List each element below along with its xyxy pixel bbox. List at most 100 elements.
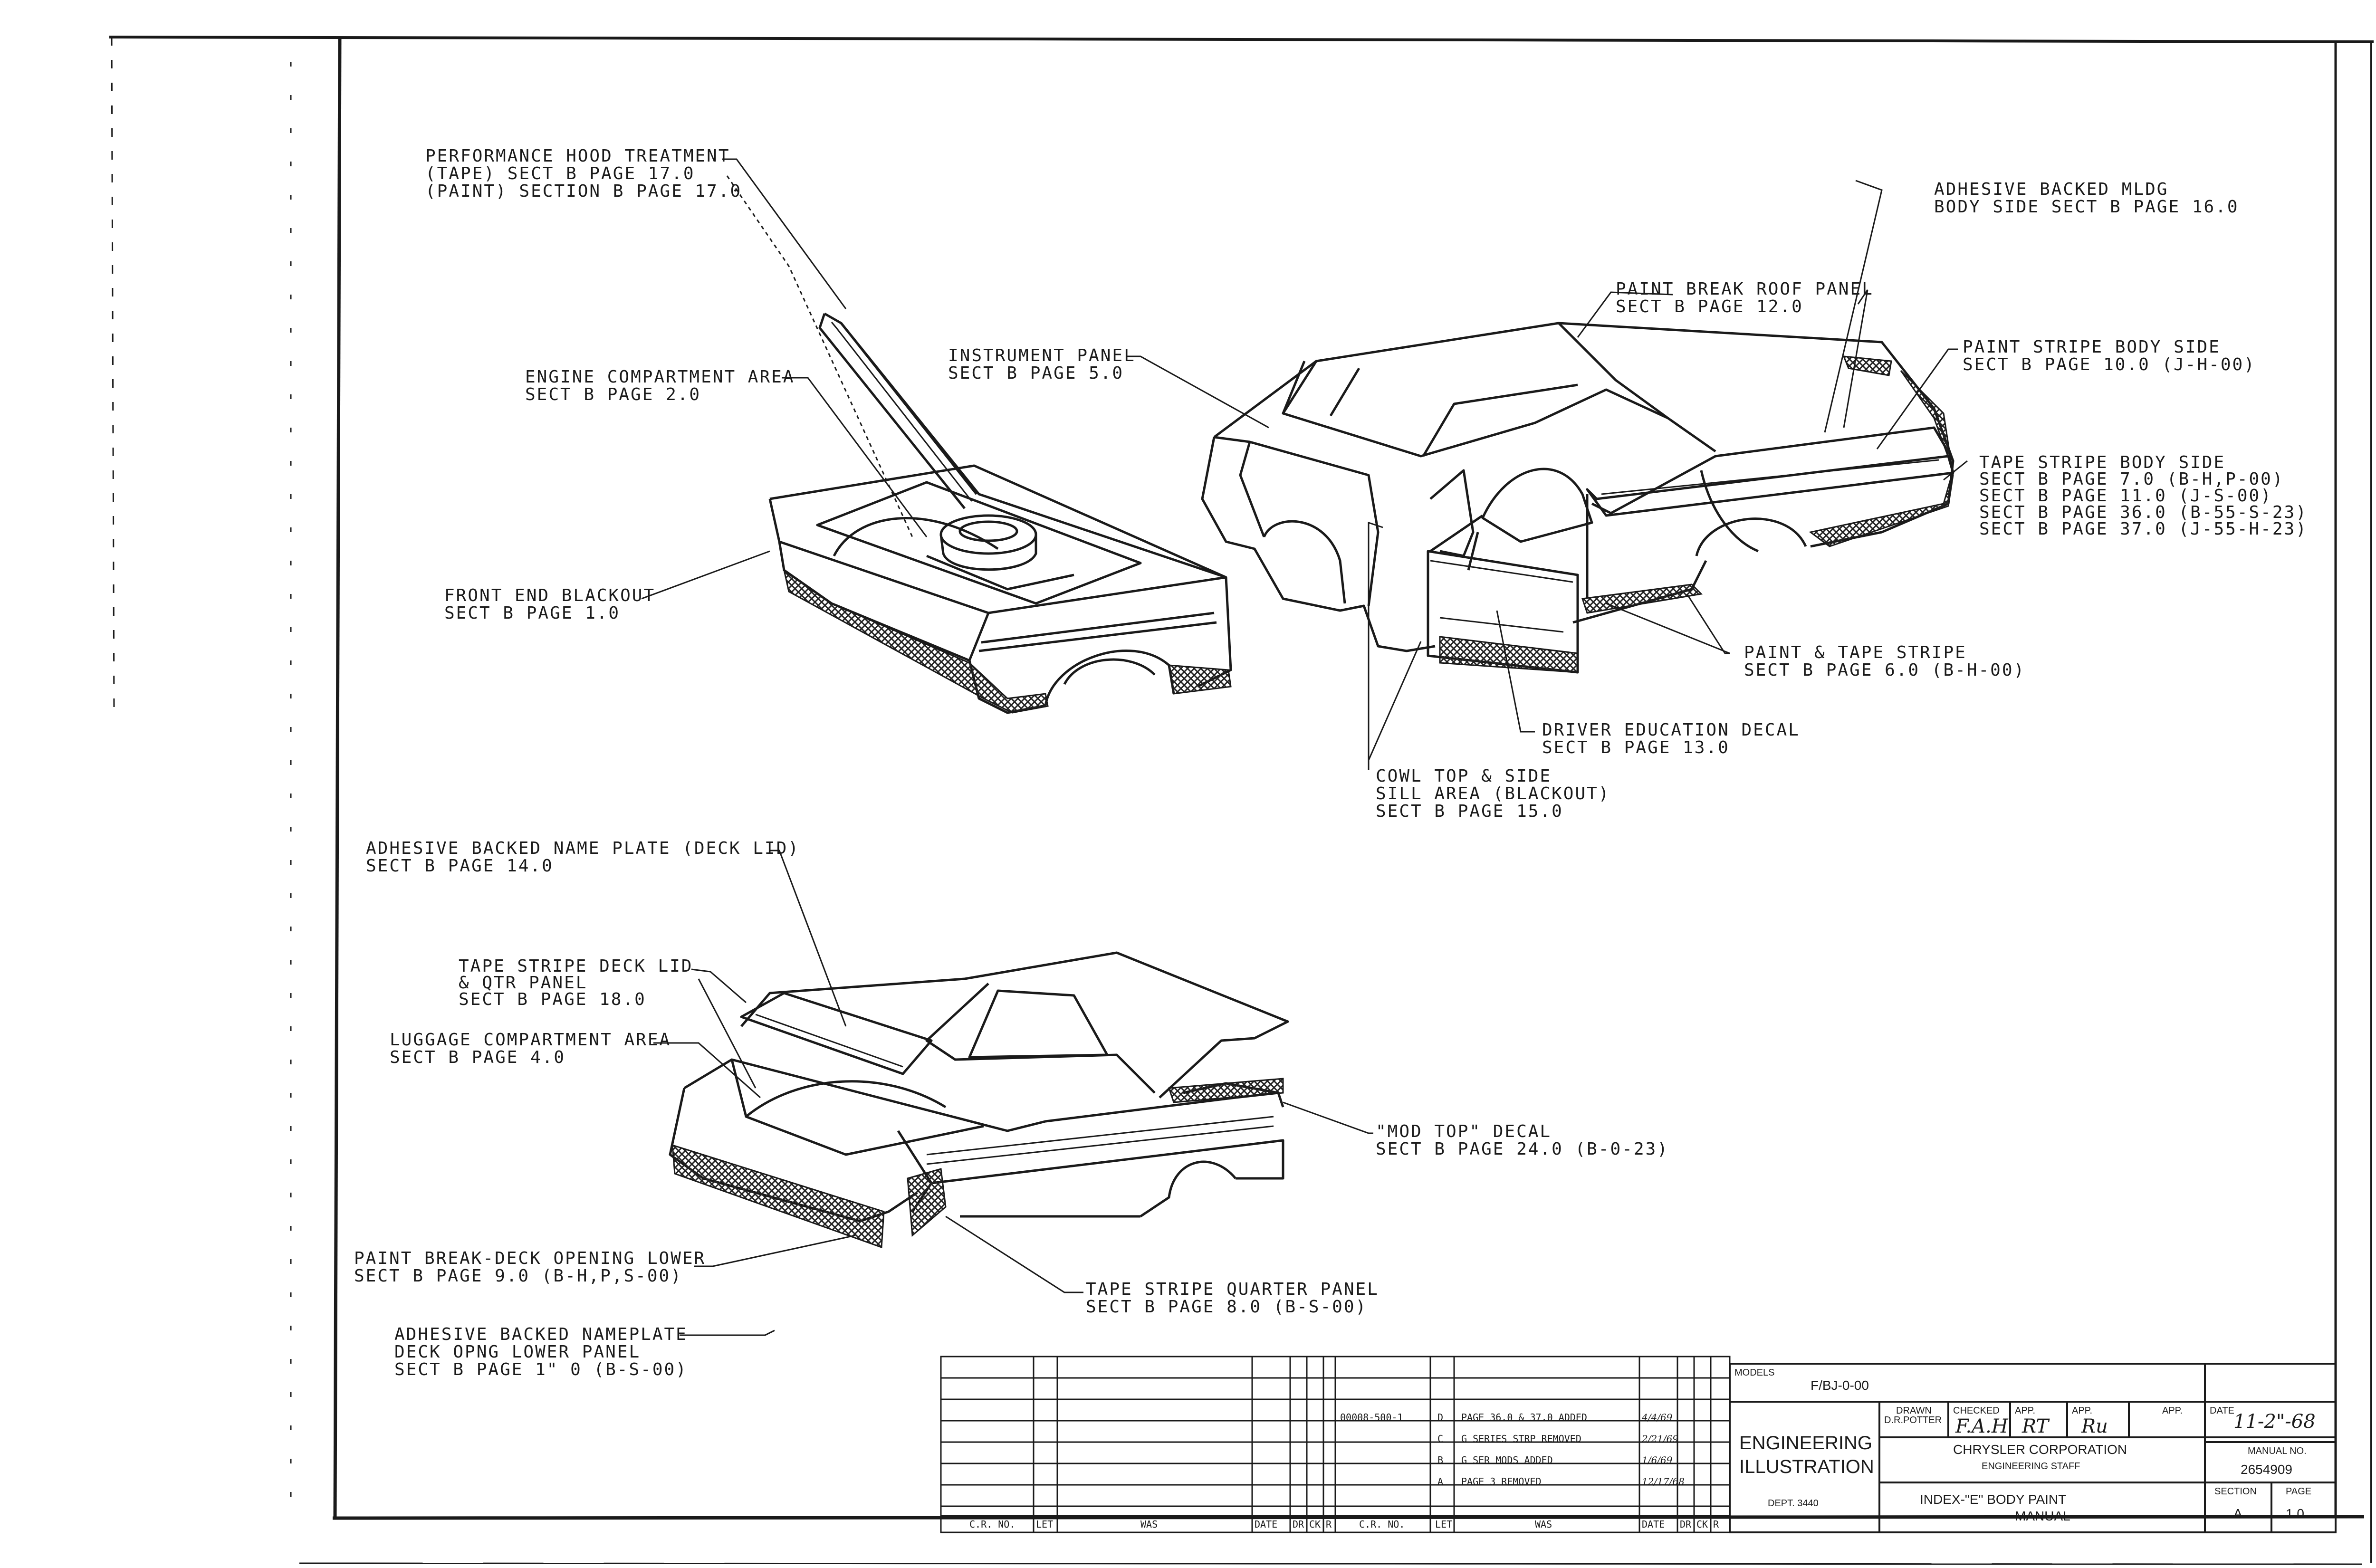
date-label: DATE: [2210, 1405, 2234, 1416]
callout-cowl-sill: COWL TOP & SIDE SILL AREA (BLACKOUT) SEC…: [1376, 766, 1610, 821]
callout-text-line: SECT B PAGE 12.0: [1616, 297, 1803, 316]
revision-cell: D: [1437, 1412, 1443, 1423]
callout-front-end-blackout: FRONT END BLACKOUT SECT B PAGE 1.0: [444, 586, 655, 623]
app-initials-2: Ru: [2081, 1415, 2108, 1437]
callout-text-line: SECT B PAGE 13.0: [1542, 738, 1730, 757]
revision-cell: A: [1437, 1476, 1443, 1487]
callout-text-line: SECT B PAGE 6.0 (B-H-00): [1744, 660, 2025, 680]
manual-number: 2654909: [2241, 1462, 2292, 1477]
revision-cell: C.R. NO.: [969, 1519, 1015, 1530]
callout-text-line: PAINT & TAPE STRIPE: [1744, 643, 1967, 662]
revision-cell: LET: [1435, 1519, 1452, 1530]
dept-name-line-1: ENGINEERING: [1739, 1433, 1872, 1453]
callout-text-line: ADHESIVE BACKED NAME PLATE (DECK LID): [366, 839, 800, 858]
callout-text-line: (PAINT) SECTION B PAGE 17.0: [425, 182, 742, 201]
callout-text-line: DECK OPNG LOWER PANEL: [394, 1342, 641, 1362]
revision-cell: 00008-500-1: [1340, 1412, 1403, 1423]
callout-text-line: & QTR PANEL: [459, 973, 587, 993]
callout-text-line: PERFORMANCE HOOD TREATMENT: [425, 146, 730, 166]
callout-text-line: SECT B PAGE 8.0 (B-S-00): [1086, 1297, 1367, 1317]
callout-name-plate-deck-lid: ADHESIVE BACKED NAME PLATE (DECK LID) SE…: [366, 839, 800, 876]
revision-cell: DR: [1680, 1519, 1692, 1530]
page-label: PAGE: [2286, 1486, 2311, 1497]
callout-text-line: SILL AREA (BLACKOUT): [1376, 784, 1610, 803]
callout-text-line: SECT B PAGE 2.0: [525, 385, 701, 404]
revision-row: A PAGE 3 REMOVED 12/17/68: [1437, 1476, 1685, 1487]
callout-labels: PERFORMANCE HOOD TREATMENT (TAPE) SECT B…: [354, 146, 2308, 1379]
callout-text-line: TAPE STRIPE BODY SIDE: [1979, 453, 2225, 472]
company-name: CHRYSLER CORPORATION: [1953, 1442, 2127, 1457]
callout-text-line: SECT B PAGE 18.0: [459, 990, 646, 1009]
revision-cell: DR: [1293, 1519, 1304, 1530]
app-label-1: APP.: [2015, 1405, 2035, 1416]
callout-text-line: SECT B PAGE 24.0 (B-0-23): [1376, 1139, 1669, 1159]
sheet-frame: [109, 36, 2374, 1565]
callout-tape-stripe-deck-lid: TAPE STRIPE DECK LID & QTR PANEL SECT B …: [459, 956, 691, 1009]
app-label-2: APP.: [2072, 1405, 2092, 1416]
checked-by: F.A.H: [1955, 1415, 2009, 1437]
page-value: 1.0: [2286, 1506, 2304, 1521]
callout-text-line: SECT B PAGE 1" 0 (B-S-00): [394, 1360, 688, 1379]
dept-name-line-2: ILLUSTRATION: [1739, 1456, 1874, 1477]
callout-text-line: SECT B PAGE 11.0 (J-S-00): [1979, 486, 2272, 506]
drawn-label: DRAWN: [1896, 1405, 1932, 1416]
callout-deck-opening-lower: PAINT BREAK-DECK OPENING LOWER SECT B PA…: [354, 1249, 706, 1286]
body-shell-illustration: [1201, 322, 1954, 674]
revision-cell: G SER MODS ADDED: [1461, 1454, 1553, 1466]
callout-text-line: ENGINE COMPARTMENT AREA: [525, 367, 795, 387]
models-label: MODELS: [1734, 1367, 1774, 1378]
revision-cell: R: [1326, 1519, 1332, 1530]
drawing-title-line-1: INDEX-"E" BODY PAINT: [1920, 1492, 2066, 1507]
revision-cell: G SERIES STRP REMOVED: [1461, 1433, 1581, 1444]
revision-cell: DATE: [1642, 1519, 1665, 1530]
revision-row: C G SERIES STRP REMOVED 2/21/69: [1437, 1433, 1678, 1444]
manual-no-label: MANUAL NO.: [2248, 1446, 2307, 1456]
callout-text-line: SECT B PAGE 4.0: [390, 1048, 565, 1067]
callout-text-line: DRIVER EDUCATION DECAL: [1542, 720, 1800, 740]
callout-text-line: BODY SIDE SECT B PAGE 16.0: [1934, 197, 2239, 217]
body-shell-hatching: [1439, 355, 1954, 673]
callout-performance-hood: PERFORMANCE HOOD TREATMENT (TAPE) SECT B…: [425, 146, 742, 201]
revision-block: C.R. NO. LET WAS DATE DR CK R C.R. NO. L…: [940, 1356, 1731, 1533]
revision-cell: 1/6/69: [1642, 1454, 1673, 1466]
revision-cell: C.R. NO.: [1359, 1519, 1405, 1530]
callout-paint-break-roof: PAINT BREAK ROOF PANEL SECT B PAGE 12.0: [1616, 279, 1872, 316]
callout-text-line: COWL TOP & SIDE: [1376, 766, 1552, 786]
callout-tape-stripe-body-side: TAPE STRIPE BODY SIDE SECT B PAGE 7.0 (B…: [1979, 453, 2308, 539]
callout-text-line: SECT B PAGE 37.0 (J-55-H-23): [1979, 519, 2308, 539]
revision-cell: CK: [1696, 1519, 1708, 1530]
front-clip-illustration: [768, 312, 1232, 714]
callout-text-line: SECT B PAGE 36.0 (B-55-S-23): [1979, 503, 2308, 522]
revision-cell: LET: [1036, 1519, 1053, 1530]
callout-paint-stripe-body-side: PAINT STRIPE BODY SIDE SECT B PAGE 10.0 …: [1963, 337, 2256, 374]
callout-text-line: PAINT BREAK-DECK OPENING LOWER: [354, 1249, 706, 1268]
callout-text-line: SECT B PAGE 10.0 (J-H-00): [1963, 355, 2256, 374]
callout-luggage-compartment: LUGGAGE COMPARTMENT AREA SECT B PAGE 4.0: [390, 1030, 670, 1067]
callout-text-line: INSTRUMENT PANEL: [948, 346, 1136, 365]
revision-cell: WAS: [1140, 1519, 1158, 1530]
callout-text-line: FRONT END BLACKOUT: [444, 586, 655, 605]
revision-cell: WAS: [1535, 1519, 1552, 1530]
revision-row: B G SER MODS ADDED 1/6/69: [1437, 1454, 1673, 1466]
callout-driver-education-decal: DRIVER EDUCATION DECAL SECT B PAGE 13.0: [1542, 720, 1800, 757]
engineering-staff: ENGINEERING STAFF: [1982, 1461, 2080, 1472]
callout-paint-tape-stripe: PAINT & TAPE STRIPE SECT B PAGE 6.0 (B-H…: [1744, 643, 2025, 680]
revision-cell: DATE: [1255, 1519, 1277, 1530]
revision-cell: PAGE 36.0 & 37.0 ADDED: [1461, 1412, 1587, 1423]
callout-nameplate-deck-opening: ADHESIVE BACKED NAMEPLATE DECK OPNG LOWE…: [394, 1325, 688, 1379]
revision-cell: C: [1437, 1433, 1443, 1444]
rear-car-hatching: [671, 1078, 1284, 1249]
callout-text-line: "MOD TOP" DECAL: [1376, 1122, 1552, 1141]
revision-cell: 12/17/68: [1642, 1476, 1685, 1487]
revision-cell: 2/21/69: [1641, 1433, 1678, 1444]
callout-text-line: SECT B PAGE 1.0: [444, 603, 620, 623]
callout-text-line: (TAPE) SECT B PAGE 17.0: [425, 164, 695, 183]
front-clip-hatching: [783, 568, 1232, 714]
leader-lines: [641, 158, 1968, 1336]
app-initials-1: RT: [2022, 1415, 2050, 1437]
drawing-title-line-2: MANUAL: [2015, 1509, 2070, 1523]
title-block: MODELS F/BJ-0-00 ENGINEERING ILLUSTRATIO…: [1729, 1363, 2337, 1533]
revision-row: 00008-500-1 D PAGE 36.0 & 37.0 ADDED 4/4…: [1340, 1412, 1673, 1423]
revision-cell: B: [1437, 1454, 1443, 1466]
